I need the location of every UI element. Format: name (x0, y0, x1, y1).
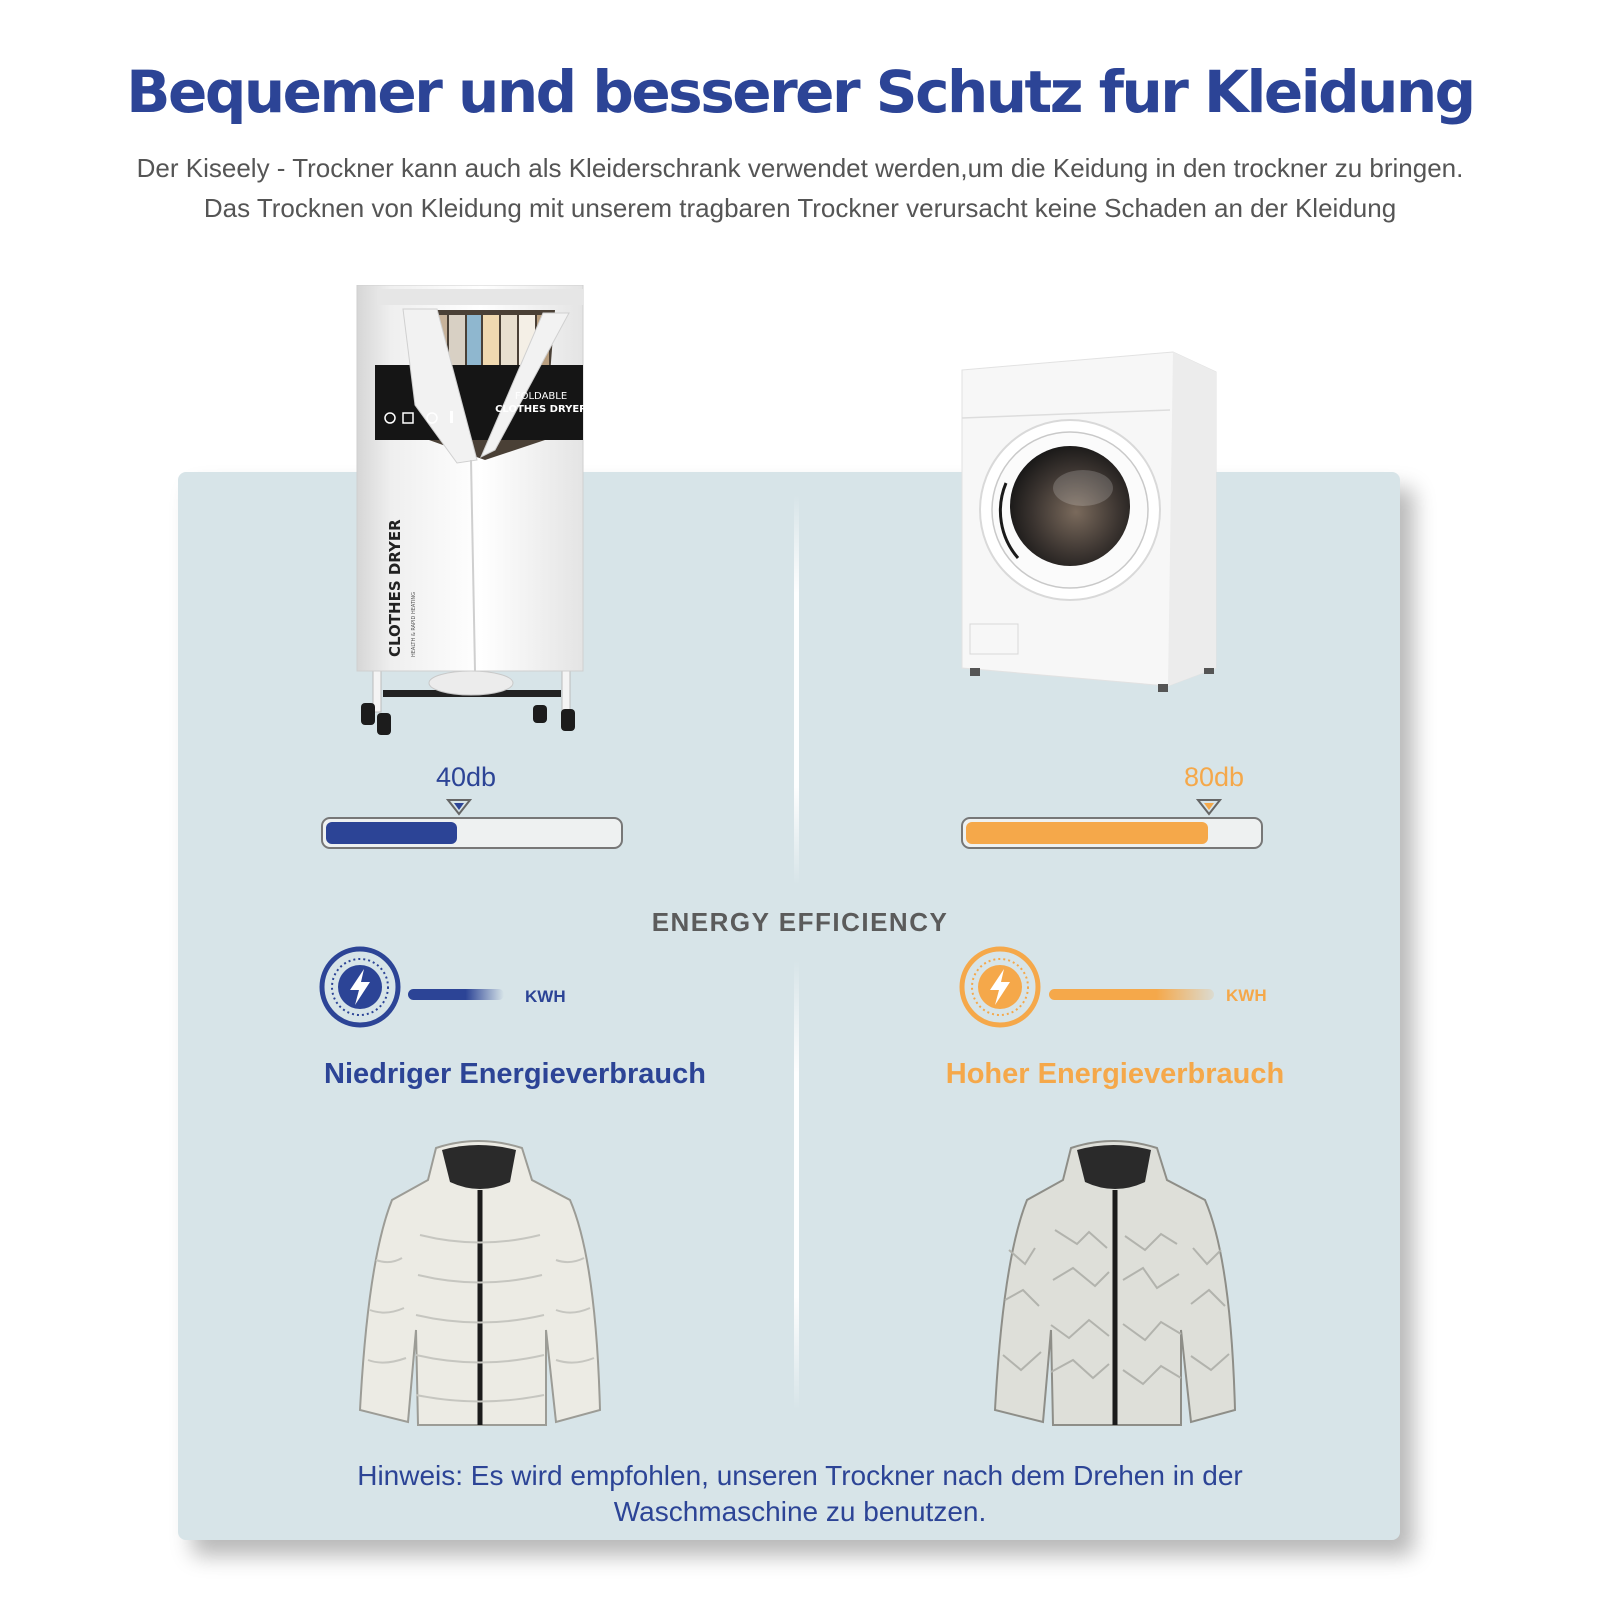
page-title: Bequemer und besserer Schutz fur Kleidun… (126, 58, 1476, 126)
noise-label-high: 80db (1184, 762, 1245, 792)
low-consumption-label: Niedriger Energieverbrauch (324, 1058, 706, 1090)
energy-unit-low: KWH (525, 987, 566, 1006)
noise-bar-low (321, 817, 623, 849)
hint-note-line-1: Hinweis: Es wird empfohlen, unseren Troc… (357, 1460, 1243, 1491)
subtitle-line-2: Das Trocknen von Kleidung mit unserem tr… (203, 193, 1397, 223)
energy-bar-high (1049, 989, 1214, 1000)
dryer-banner-line-1: FOLDABLE (515, 391, 567, 402)
noise-label-low: 40db (436, 762, 497, 792)
divider-upper (794, 495, 799, 885)
dryer-banner-line-2: CLOTHES DRYER (495, 404, 587, 415)
clothes-dryer-image: FOLDABLE CLOTHES DRYER CLOTHES DRYER HEA… (356, 285, 587, 735)
hint-note-line-2: Waschmaschine zu benutzen. (613, 1496, 987, 1527)
noise-bar-low-fill (326, 822, 457, 844)
noise-marker-high-icon (1196, 799, 1222, 816)
energy-efficiency-heading: ENERGY EFFICIENCY (651, 907, 949, 937)
high-consumption-label: Hoher Energieverbrauch (945, 1058, 1285, 1090)
energy-unit-high: KWH (1226, 986, 1267, 1005)
noise-bar-high-fill (966, 822, 1208, 844)
energy-bar-low (408, 989, 504, 1000)
noise-marker-low-icon (446, 799, 472, 816)
divider-lower (794, 960, 799, 1410)
subtitle-line-1: Der Kiseely - Trockner kann auch als Kle… (136, 153, 1464, 183)
washing-machine-image (961, 351, 1217, 692)
noise-bar-high (961, 817, 1263, 849)
lightning-bolt-icon (959, 946, 1041, 1028)
jacket-wrinkled-image (993, 1140, 1237, 1426)
hint-note: Hinweis: Es wird empfohlen, unseren Troc… (300, 1458, 1300, 1530)
jacket-smooth-image (358, 1140, 602, 1426)
lightning-bolt-icon (319, 946, 401, 1028)
dryer-vertical-sublabel: HEALTH & RAPID HEATING (411, 592, 417, 657)
dryer-vertical-label: CLOTHES DRYER (386, 519, 404, 657)
